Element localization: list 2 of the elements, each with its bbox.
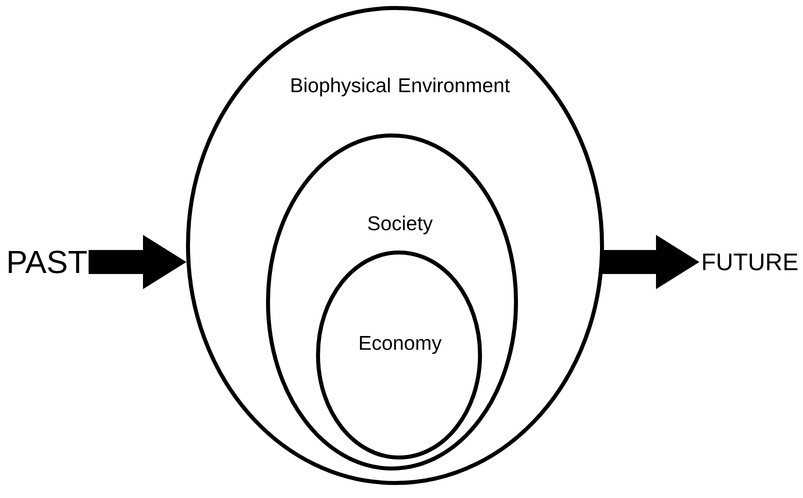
label-text: FUTURE xyxy=(703,254,798,270)
label-text: PAST xyxy=(8,250,87,274)
